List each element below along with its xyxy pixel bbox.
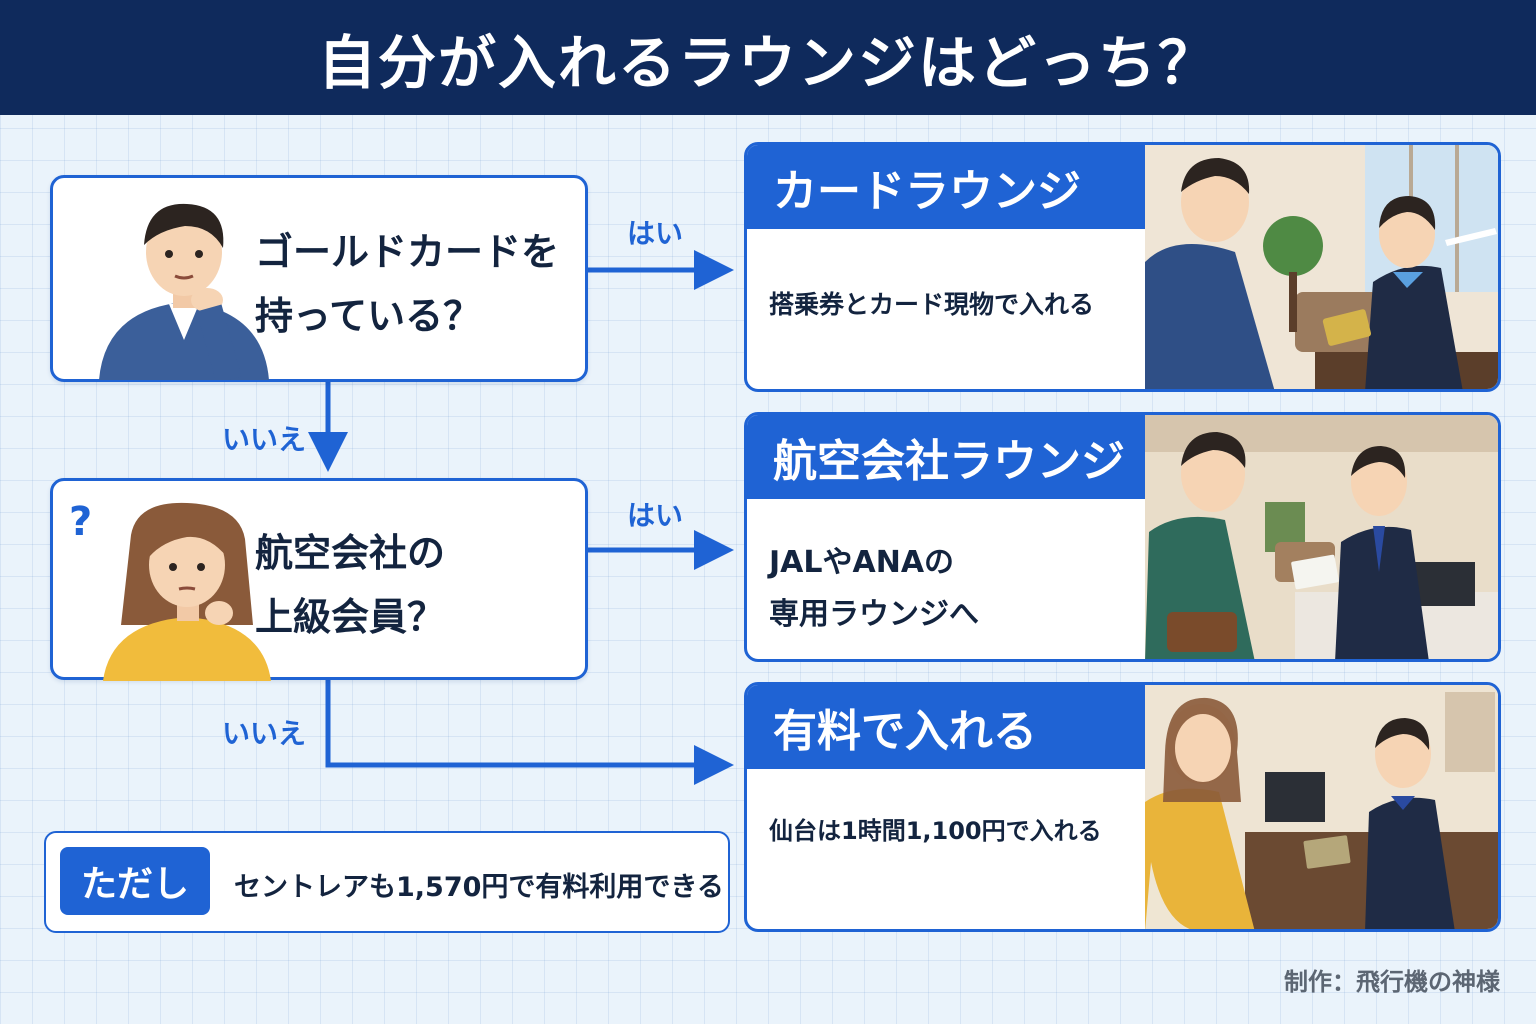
paid-lounge-photo: [1145, 685, 1498, 929]
thinking-man-illustration: [99, 203, 269, 380]
result-airline-lounge: 航空会社ラウンジ JALやANAの 専用ラウンジへ: [744, 412, 1501, 662]
label-yes-2: はい: [627, 499, 684, 532]
result-paid-lounge: 有料で入れる 仙台は1時間1,100円で入れる: [744, 682, 1501, 932]
result-card-lounge: カードラウンジ 搭乗券とカード現物で入れる: [744, 142, 1501, 392]
note-text: セントレアも1,570円で有料利用できる: [234, 872, 724, 903]
label-yes-1: はい: [627, 217, 684, 250]
question-mark-icon: ?: [69, 499, 93, 545]
question-2-line-1: 航空会社の: [255, 531, 446, 575]
question-1-line-1: ゴールドカードを: [255, 230, 560, 274]
card-lounge-photo: [1145, 145, 1498, 389]
result-2-line-2: 専用ラウンジへ: [769, 597, 979, 632]
note-badge: ただし: [60, 847, 210, 915]
result-3-heading: 有料で入れる: [747, 685, 1145, 769]
question-1-line-2: 持っている？: [255, 294, 482, 338]
label-no-1: いいえ: [222, 423, 307, 456]
wondering-woman-illustration: [103, 502, 271, 681]
page-title: 自分が入れるラウンジはどっち？: [317, 28, 1218, 97]
result-1-text: 搭乗券とカード現物で入れる: [769, 290, 1095, 319]
question-airline-status: ? 航空会社の 上級会員？: [50, 478, 588, 681]
header-bar: 自分が入れるラウンジはどっち？: [0, 0, 1536, 115]
result-1-heading: カードラウンジ: [747, 145, 1145, 229]
label-no-2: いいえ: [222, 717, 307, 750]
result-2-heading: 航空会社ラウンジ: [747, 415, 1145, 499]
note-box: ただし セントレアも1,570円で有料利用できる: [44, 831, 730, 933]
arrow-no-2: [325, 680, 734, 785]
question-2-line-2: 上級会員？: [255, 595, 446, 639]
result-3-text: 仙台は1時間1,100円で入れる: [769, 817, 1102, 845]
credit-text: 制作：飛行機の神様: [1284, 968, 1500, 996]
result-2-line-1: JALやANAの: [769, 545, 955, 580]
airline-lounge-photo: [1145, 415, 1498, 659]
question-gold-card: ゴールドカードを 持っている？: [50, 175, 588, 382]
